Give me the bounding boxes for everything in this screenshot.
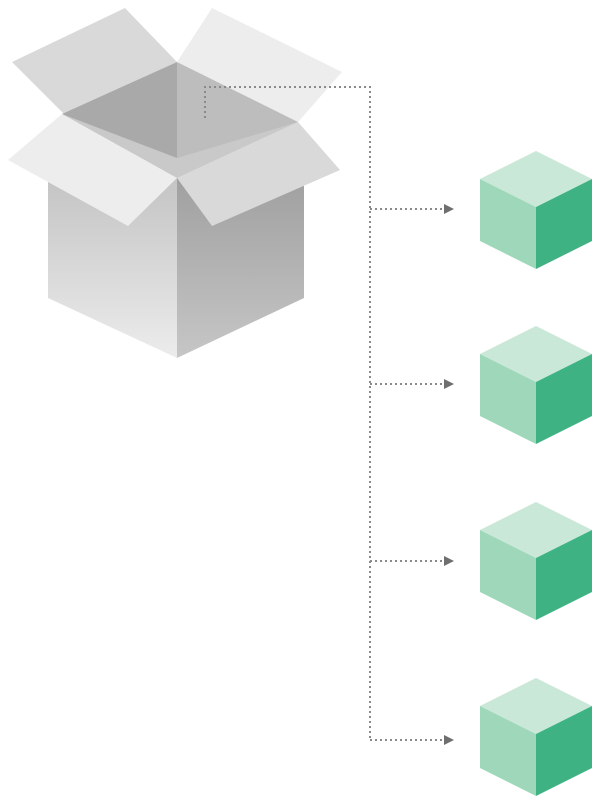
connector-trunk (204, 86, 371, 740)
open-box-icon (8, 8, 342, 358)
box-back-right-flap (177, 8, 342, 122)
green-cube-icon (480, 678, 592, 796)
green-cube-icon (480, 326, 592, 444)
box-front-left-flap (8, 114, 177, 226)
box-front-left-wall (48, 178, 177, 358)
box-back-left-flap (12, 8, 177, 114)
green-cube-icon (480, 151, 592, 269)
box-front-right-wall (177, 178, 304, 358)
dotted-connector (204, 86, 454, 745)
green-cube-icon (480, 502, 592, 620)
box-front-right-flap (177, 122, 340, 226)
box-interior-floor (62, 114, 298, 178)
